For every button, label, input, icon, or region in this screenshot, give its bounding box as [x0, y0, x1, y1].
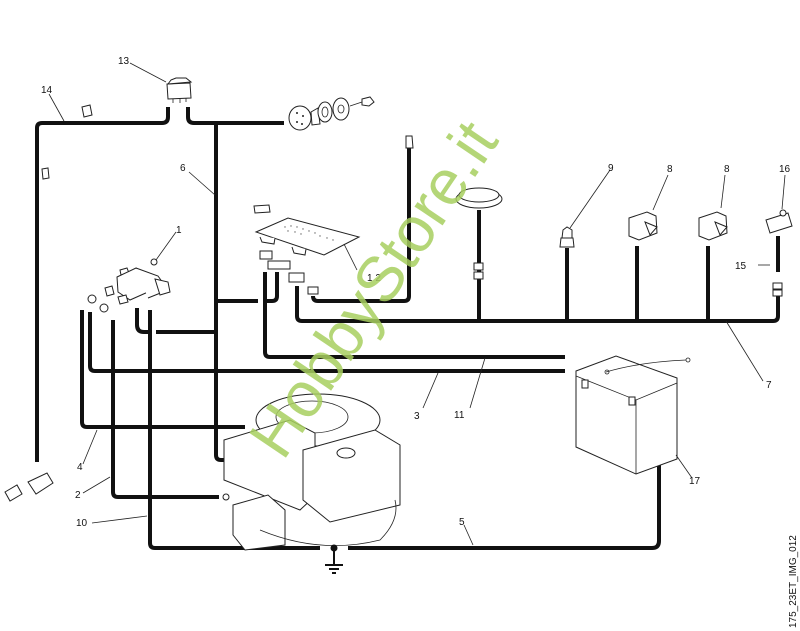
safety-switch: [698, 211, 728, 241]
lamp-bulb: [4, 472, 54, 502]
callout-7: 7: [766, 380, 772, 391]
callout-5: 5: [459, 517, 465, 528]
callout-2: 2: [75, 490, 81, 501]
callouts: 13 14 6 1 1 2 9 8 8 16 15 7 3 11 4 2 10 …: [41, 56, 791, 529]
callout-13: 13: [118, 56, 130, 67]
callout-6: 6: [180, 163, 186, 174]
wires: [35, 107, 780, 550]
wire-5: [348, 405, 661, 550]
wire-10: [148, 310, 320, 550]
callout-8a: 8: [667, 164, 673, 175]
wire-3: [88, 312, 565, 373]
callout-14: 14: [41, 85, 53, 96]
wire-11: [263, 272, 565, 359]
oil-pressure-sensor: [559, 226, 575, 248]
callout-3: 3: [414, 411, 420, 422]
callout-4: 4: [77, 462, 83, 473]
wire-6: [214, 123, 224, 462]
callout-8b: 8: [724, 164, 730, 175]
ground-symbol: [325, 544, 343, 574]
micro-switch: [765, 209, 793, 297]
battery: [575, 355, 691, 475]
ignition-switch: [288, 96, 375, 131]
rocker-switch: [166, 77, 193, 103]
starter-solenoid: [87, 258, 171, 313]
callout-12: 1 2: [367, 273, 381, 284]
wire-14: [35, 107, 170, 462]
leader-lines: [48, 62, 786, 546]
wire-ignition: [186, 107, 284, 125]
callout-17: 17: [689, 476, 701, 487]
reference-code: 175_23ET_IMG_012: [788, 535, 799, 628]
wire-7: [295, 286, 780, 323]
control-board: [253, 204, 361, 295]
wire-board-a: [265, 272, 279, 303]
callout-11: 11: [454, 410, 465, 421]
safety-switch: [628, 211, 658, 241]
wire-4: [80, 310, 245, 429]
wire-12-small: [311, 148, 411, 303]
horn: [455, 187, 503, 280]
callout-9: 9: [608, 163, 614, 174]
callout-15: 15: [735, 261, 747, 272]
callout-16: 16: [779, 164, 791, 175]
wire-2: [111, 320, 219, 499]
engine: [222, 393, 401, 551]
callout-1: 1: [176, 225, 182, 236]
wire-solenoid: [135, 308, 149, 334]
cable-clip: [41, 104, 93, 180]
terminal-cap: [405, 135, 414, 149]
callout-10: 10: [76, 518, 88, 529]
